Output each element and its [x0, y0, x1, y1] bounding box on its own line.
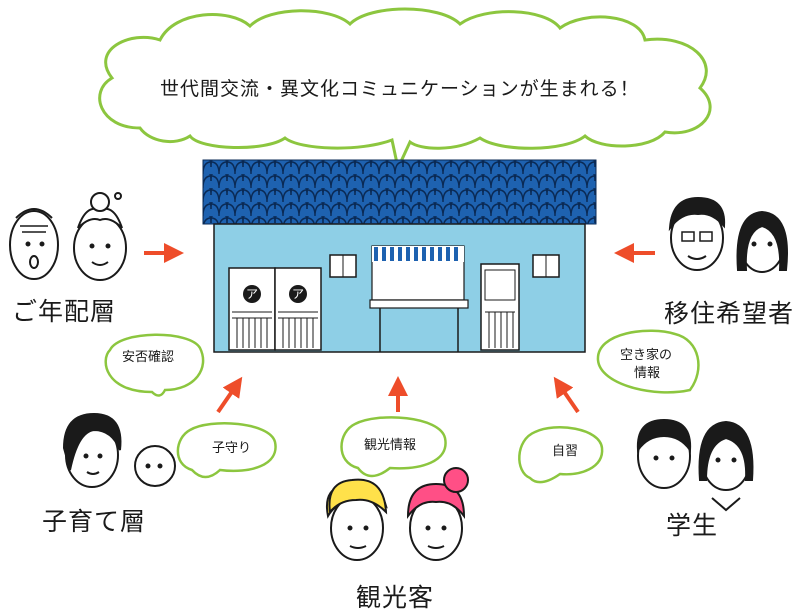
- door-left: [228, 267, 276, 351]
- group-label-seniors: ご年配層: [12, 297, 117, 326]
- door-sign-label-left: ア: [246, 287, 259, 301]
- bubble-label-self-study: 自習: [552, 444, 579, 459]
- tourists-illustration: [326, 467, 469, 561]
- door-sign-left: [243, 285, 261, 303]
- movers-illustration: [668, 196, 788, 273]
- shop-counter: [369, 299, 469, 309]
- bubble-safety-check: [104, 333, 205, 397]
- arrow-parents: [216, 376, 243, 414]
- door-right: [274, 267, 322, 351]
- bubble-self-study: [518, 426, 604, 484]
- headline-cloud: [98, 7, 712, 173]
- bubble-label-safety-check: 安否確認: [122, 350, 175, 365]
- group-label-students: 学生: [666, 511, 719, 540]
- arrow-students: [553, 376, 580, 414]
- group-label-tourists: 観光客: [356, 583, 435, 612]
- group-label-parents: 子育て層: [42, 507, 147, 536]
- door-lattice: [232, 311, 318, 348]
- bubble-vacancy-info: [596, 329, 700, 394]
- bubble-label-vacancy-info-2: 情報: [634, 366, 661, 381]
- parents-illustration: [62, 412, 176, 488]
- senior-man-face: [9, 210, 59, 280]
- shop-awning: [372, 246, 464, 262]
- seniors-illustration: [9, 192, 127, 281]
- bubble-label-childcare: 子守り: [212, 441, 252, 456]
- students-illustration: [636, 418, 754, 512]
- bubble-tourism-info: [340, 416, 447, 478]
- house-roof: [202, 159, 597, 225]
- bubble-label-vacancy-info-1: 空き家の: [620, 348, 673, 363]
- arrows: [144, 243, 655, 414]
- tourist-man-face: [330, 495, 384, 561]
- group-label-movers: 移住希望者: [664, 299, 795, 328]
- door-sign-right: [289, 285, 307, 303]
- bubble-childcare: [176, 422, 277, 479]
- bubble-label-tourism-info: 観光情報: [364, 438, 417, 453]
- community-house: [202, 159, 597, 353]
- door-sign-label-right: ア: [292, 287, 305, 301]
- baby-face: [134, 445, 176, 487]
- headline: 世代間交流・異文化コミュニケーションが生まれる！: [160, 78, 640, 100]
